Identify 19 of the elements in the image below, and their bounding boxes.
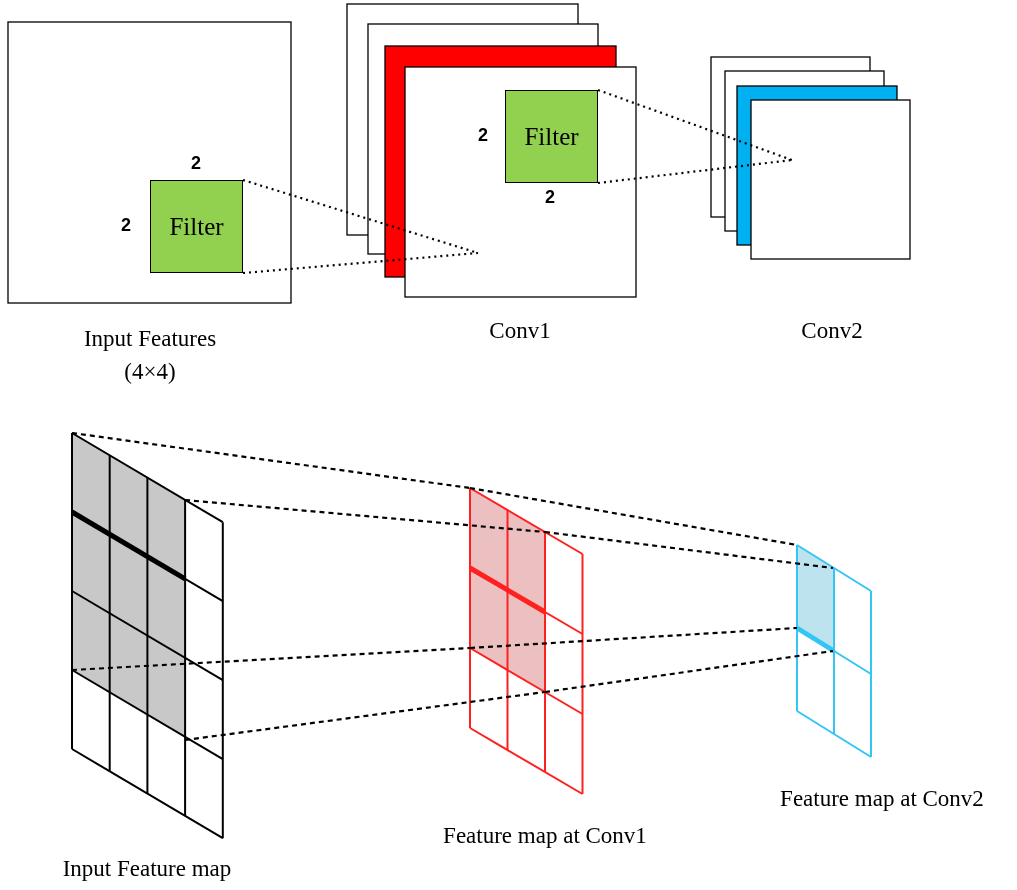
node-label: Input Feature map [61, 856, 233, 882]
dimension-label: 2 [121, 215, 131, 236]
dashed-line [544, 530, 834, 570]
dimension-label: 2 [478, 125, 488, 146]
filter-box: Filter [505, 90, 598, 183]
node-label: Feature map at Conv1 [442, 823, 648, 849]
dimension-label: 2 [545, 187, 555, 208]
dashed-line [184, 690, 546, 742]
node-label: Conv2 [800, 318, 864, 344]
node-label: Feature map at Conv2 [779, 786, 985, 812]
dashed-line [469, 626, 798, 650]
filter-box: Filter [150, 180, 243, 273]
dimension-label: 2 [191, 153, 201, 174]
node-label: Conv1 [488, 318, 552, 344]
dashed-line [71, 646, 471, 672]
dashed-line [184, 498, 546, 534]
dashed-line [544, 649, 834, 694]
dashed-line [71, 431, 471, 490]
node-label: Input Features (4×4) [82, 325, 218, 386]
